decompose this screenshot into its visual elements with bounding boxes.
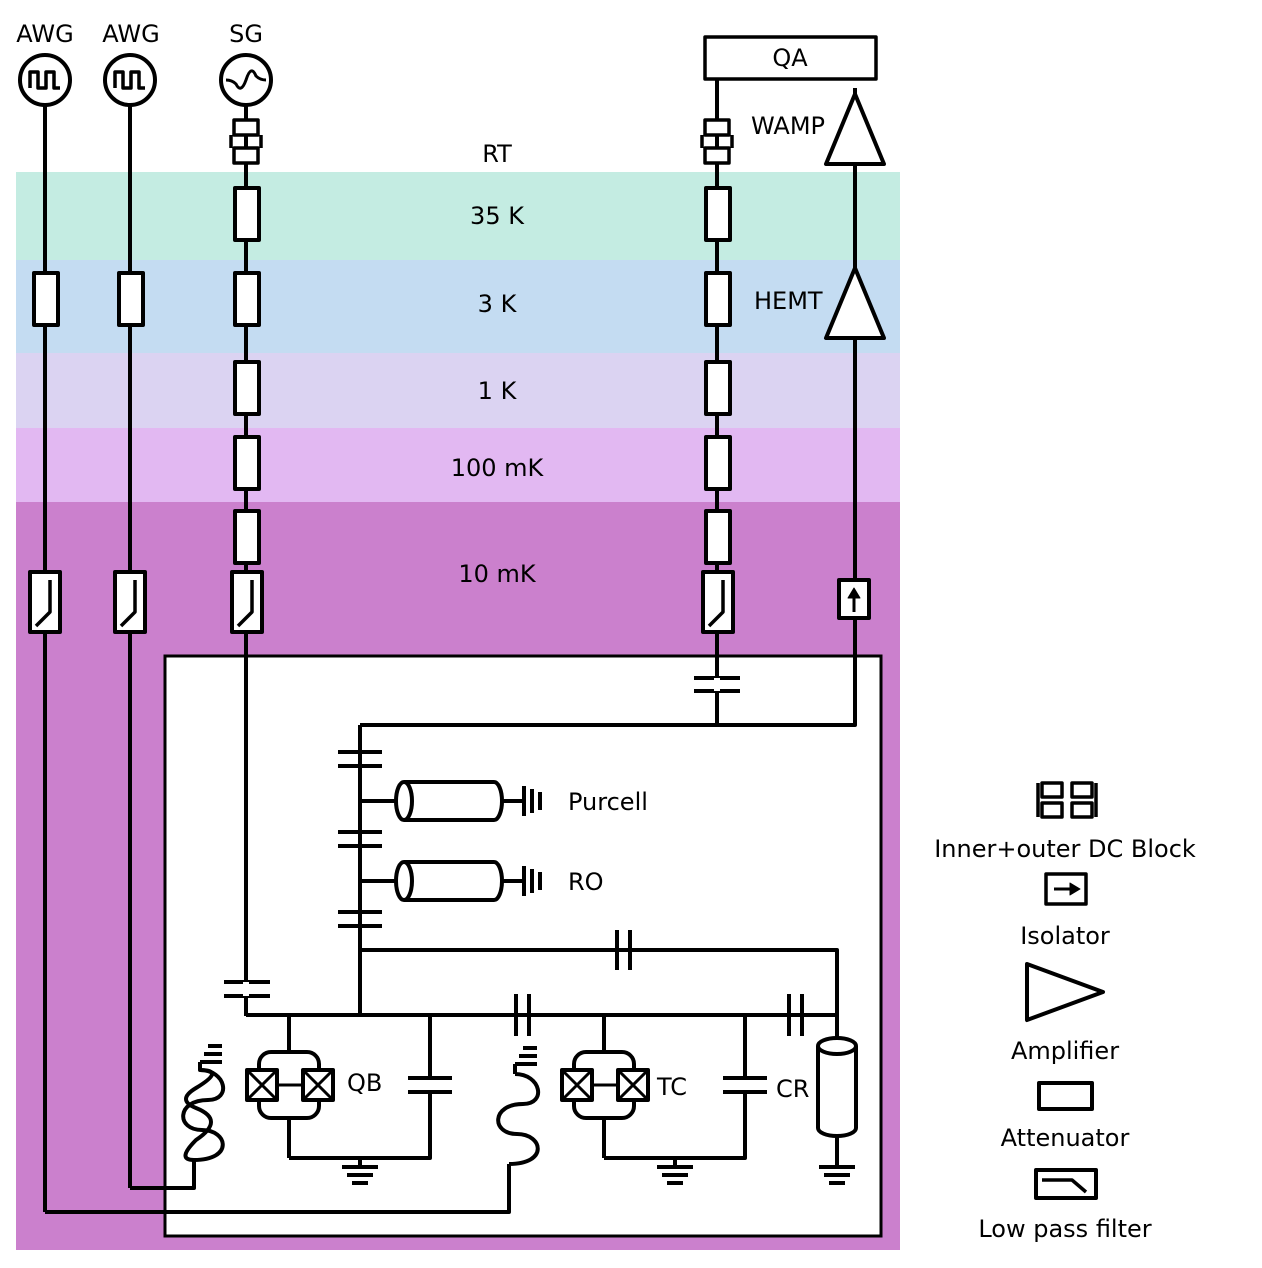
chip-labels: Purcell RO QB TC CR (347, 788, 809, 1103)
qa-instrument (703, 35, 878, 81)
wamp-amplifier (824, 92, 886, 166)
legend-dc-block-icon (1036, 781, 1098, 819)
purcell-label: Purcell (568, 788, 648, 816)
stage-label-rt: RT (482, 140, 512, 168)
attenuator-sg-3k (233, 271, 261, 327)
lowpass-filter-awg1 (28, 570, 62, 634)
ro-resonator (360, 860, 542, 902)
attenuator-awg1-3k (32, 271, 60, 327)
lowpass-filter-readout (701, 570, 735, 634)
stage-band-100mk (16, 428, 900, 502)
legend-attenuator-label: Attenuator (1001, 1124, 1130, 1152)
dc-block-readout (700, 118, 734, 165)
awg2-line (113, 105, 196, 1190)
stage-label-35k: 35 K (470, 202, 525, 230)
stage-labels: RT 35 K 3 K 1 K 100 mK 10 mK (451, 140, 545, 588)
legend-dc-block-label: Inner+outer DC Block (934, 835, 1196, 863)
qb-label: QB (347, 1069, 382, 1097)
cr-top-capacitor (615, 930, 632, 970)
attenuator-sg-10mk (233, 509, 261, 565)
sg-line (224, 105, 270, 1016)
wamp-label: WAMP (751, 112, 825, 140)
qa-label: QA (772, 44, 808, 72)
cr-label: CR (776, 1075, 809, 1103)
sample-box (163, 654, 883, 1238)
feed-capacitor-3 (338, 910, 382, 928)
lowpass-filter-awg2 (113, 570, 147, 634)
stage-label-100mk: 100 mK (451, 454, 545, 482)
qb-qubit (245, 1015, 452, 1185)
attenuator-ro-1k (704, 360, 732, 416)
legend-attenuator-icon (1037, 1081, 1094, 1111)
legend-amplifier-icon (1025, 962, 1105, 1022)
attenuator-ro-35k (704, 186, 732, 242)
ro-label: RO (568, 868, 604, 896)
attenuator-sg-1k (233, 360, 261, 416)
attenuator-sg-100mk (233, 435, 261, 491)
readout-labels: QA WAMP HEMT (751, 44, 825, 315)
awg2-label: AWG (102, 20, 159, 48)
sg-label: SG (229, 20, 263, 48)
tc-label: TC (656, 1073, 687, 1101)
cr-resonator (816, 1036, 858, 1185)
lowpass-filter-sg (230, 570, 264, 634)
hemt-label: HEMT (754, 287, 823, 315)
qb-tc-coupling-capacitor (514, 994, 531, 1036)
tc-flux-coil (496, 1046, 541, 1166)
stage-label-3k: 3 K (478, 290, 518, 318)
attenuator-ro-10mk (704, 509, 732, 565)
awg1-line (28, 105, 511, 1214)
stage-label-10mk: 10 mK (458, 560, 537, 588)
sg-source (219, 53, 273, 107)
legend (1025, 781, 1105, 1200)
attenuator-ro-100mk (704, 435, 732, 491)
chip-circuit (181, 725, 858, 1185)
attenuator-sg-35k (233, 186, 261, 242)
feed-capacitor-1 (338, 750, 382, 768)
legend-lowpass-icon (1034, 1168, 1098, 1200)
legend-labels: Inner+outer DC Block Isolator Amplifier … (934, 835, 1196, 1243)
attenuator-ro-3k (704, 271, 732, 327)
legend-isolator-label: Isolator (1020, 922, 1110, 950)
dc-block-sg (229, 118, 263, 165)
legend-isolator-icon (1044, 872, 1088, 906)
stage-band-3k (16, 260, 900, 353)
awg-source-1 (18, 53, 72, 107)
legend-amplifier-label: Amplifier (1011, 1037, 1119, 1065)
qb-flux-coil (181, 1044, 226, 1162)
attenuator-awg2-3k (117, 271, 145, 327)
awg1-label: AWG (16, 20, 73, 48)
stage-label-1k: 1 K (478, 377, 518, 405)
feed-capacitor-2 (338, 830, 382, 848)
legend-lowpass-label: Low pass filter (978, 1215, 1151, 1243)
isolator-10mk (837, 578, 871, 620)
tc-cr-coupling-capacitor (787, 994, 804, 1036)
hemt-amplifier (824, 266, 886, 340)
tc-coupler (560, 1015, 767, 1185)
awg-source-2 (103, 53, 157, 107)
stage-band-35k (16, 172, 900, 260)
readout-output-line (360, 88, 886, 727)
source-labels: AWG AWG SG (16, 20, 263, 48)
stage-band-1k (16, 353, 900, 428)
purcell-resonator (360, 780, 542, 822)
